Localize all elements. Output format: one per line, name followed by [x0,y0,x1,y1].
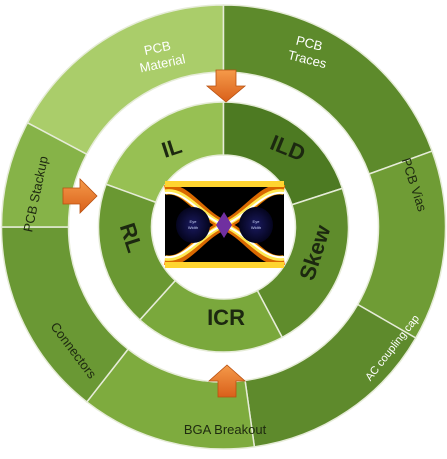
eye-bottom-rail [165,262,284,268]
eye-label-right-1: Eye [253,219,261,224]
eye-label-left-1: Eye [190,219,198,224]
divider-line [127,325,147,350]
arrow-bottom [207,364,247,398]
label-bga-breakout: BGA Breakout [184,422,267,437]
outer-segment-pcb-vias [356,150,447,340]
ring-dividers [86,153,370,350]
divider-line [340,173,370,185]
arrow-up-icon [207,364,247,398]
inner-ring [97,101,350,353]
eye-crossing-marker [216,212,232,238]
divider-line [331,289,358,305]
eye-label-left-2: Width [188,225,198,230]
eye-opening-right [239,207,273,243]
arrow-down-icon [205,69,247,103]
label-icr: ICR [207,305,245,330]
eye-opening-left [176,207,210,243]
eye-label-right-2: Width [251,225,261,230]
outer-ring [0,4,447,450]
arrow-top [205,69,247,103]
eye-top-rail [165,181,284,187]
arrow-right-icon [62,178,98,214]
arrow-left [62,178,98,214]
divider-line [86,153,114,169]
eye-diagram: Eye Width Eye Width [163,181,286,268]
inner-segment-rl [97,183,177,321]
